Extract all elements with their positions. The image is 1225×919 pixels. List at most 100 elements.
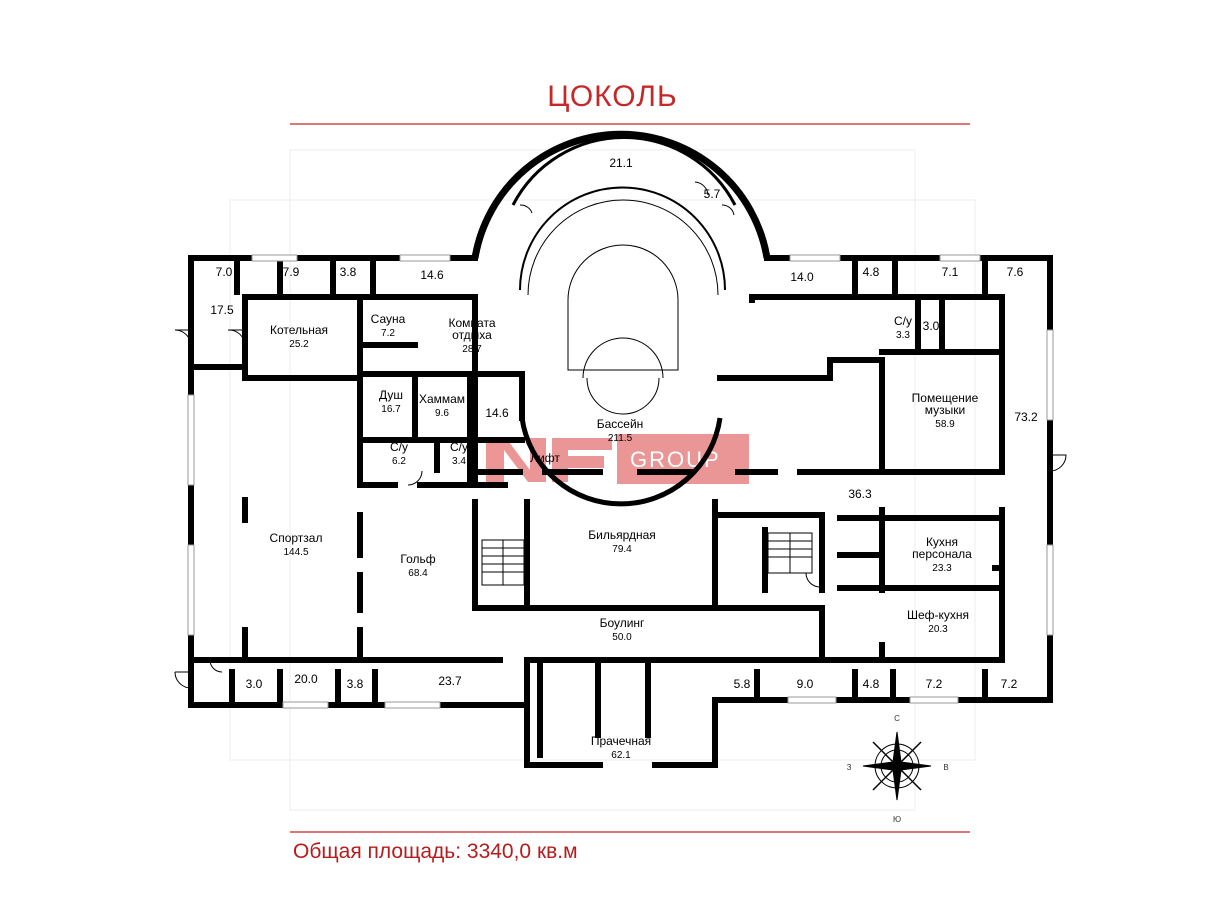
- room-name: Спортзал: [270, 531, 323, 545]
- room-label-se-5-8: 5.8: [734, 677, 751, 691]
- rotunda: [471, 130, 771, 507]
- room-area: 4.8: [863, 265, 880, 279]
- room-area: 5.7: [704, 187, 721, 201]
- room-area: 36.3: [848, 487, 872, 501]
- room-area: 17.5: [210, 303, 234, 317]
- room-label-sauna: Сауна 7.2: [371, 312, 406, 339]
- room-area: 6.2: [392, 456, 406, 467]
- compass-south: Ю: [893, 815, 901, 824]
- room-name: отдыха: [452, 328, 492, 342]
- room-label-w-17-5: 17.5: [210, 303, 234, 317]
- background-outline: [229, 149, 976, 811]
- room-label-pool: Бассейн 211.5: [597, 417, 644, 444]
- room-area: 25.2: [289, 339, 309, 350]
- room-label-boiler: Котельная 25.2: [270, 323, 328, 350]
- room-label-sw-3-0: 3.0: [246, 677, 263, 691]
- room-area: 16.7: [381, 404, 401, 415]
- room-label-s-23-7: 23.7: [438, 674, 462, 688]
- room-area: 68.4: [408, 568, 428, 579]
- room-label-nw-7-9: 7.9: [283, 265, 300, 279]
- room-name: Боулинг: [600, 616, 645, 630]
- room-name: Шеф-кухня: [907, 608, 969, 622]
- room-area: 28.7: [462, 344, 482, 355]
- room-area: 144.5: [283, 547, 308, 558]
- room-label-wc-2: С/у3.4: [450, 440, 468, 467]
- room-area: 62.1: [611, 750, 631, 761]
- room-area: 14.0: [790, 270, 814, 284]
- room-label-nw-3-8: 3.8: [340, 265, 357, 279]
- room-label-ne-3-0: 3.0: [923, 319, 940, 333]
- room-area: 9.6: [435, 408, 449, 419]
- room-name: Бассейн: [597, 417, 644, 431]
- room-name: музыки: [925, 403, 965, 417]
- room-area: 7.2: [381, 328, 395, 339]
- room-area: 14.6: [420, 268, 444, 282]
- room-label-nw-7-0: 7.0: [216, 265, 233, 279]
- room-area: 58.9: [935, 419, 955, 430]
- room-area: 3.8: [347, 677, 364, 691]
- windows: [187, 254, 1054, 709]
- room-label-sw-3-8: 3.8: [347, 677, 364, 691]
- compass-north: С: [894, 714, 900, 723]
- room-label-sw-20-0: 20.0: [294, 672, 318, 686]
- floor-title: ЦОКОЛЬ: [547, 80, 678, 113]
- room-label-ne-7-1: 7.1: [942, 265, 959, 279]
- room-area: 79.4: [612, 544, 632, 555]
- room-area: 7.2: [926, 677, 943, 691]
- room-name: Прачечная: [591, 734, 651, 748]
- compass-east: В: [943, 763, 948, 772]
- room-name: Хаммам: [419, 392, 465, 406]
- room-area: 9.0: [797, 677, 814, 691]
- room-label-e-73-2: 73.2: [1014, 410, 1038, 424]
- room-label-se-9-0: 9.0: [797, 677, 814, 691]
- room-label-wc-1: С/у 6.2: [390, 440, 408, 467]
- room-name: Котельная: [270, 323, 328, 337]
- room-area: 3.0: [923, 319, 940, 333]
- room-name: С/у: [450, 440, 468, 454]
- room-area: 7.0: [216, 265, 233, 279]
- room-name: Бильярдная: [588, 528, 656, 542]
- room-area: 23.3: [932, 563, 952, 574]
- total-area: Общая площадь: 3340,0 кв.м: [293, 840, 578, 863]
- room-area: 211.5: [608, 433, 633, 444]
- doors: [174, 181, 1067, 689]
- room-area: 20.3: [928, 624, 948, 635]
- room-label-shower: Душ 16.7: [379, 388, 403, 415]
- room-name: Кухня: [926, 535, 958, 549]
- room-label-hammam: Хаммам 9.6: [419, 392, 465, 419]
- room-area: 7.9: [283, 265, 300, 279]
- room-label-gym: Спортзал 144.5: [270, 531, 323, 558]
- room-area: 73.2: [1014, 410, 1038, 424]
- room-name: Комната: [449, 316, 496, 330]
- room-label-billiard: Бильярдная 79.4: [588, 528, 656, 555]
- room-area: 5.8: [734, 677, 751, 691]
- room-area: 14.6: [485, 406, 509, 420]
- room-name: Душ: [379, 388, 403, 402]
- room-area: 50.0: [612, 632, 632, 643]
- room-name: Сауна: [371, 312, 406, 326]
- room-label-laundry: Прачечная 62.1: [591, 734, 651, 761]
- room-area: 7.1: [942, 265, 959, 279]
- room-label-se-4-8: 4.8: [863, 677, 880, 691]
- room-area: 21.1: [609, 156, 633, 170]
- room-label-arc-small: 5.7: [704, 187, 721, 201]
- room-area: 3.3: [896, 330, 910, 341]
- room-label-nw-14-6: 14.6: [420, 268, 444, 282]
- room-label-lift: Лифт: [530, 451, 560, 465]
- compass-rose: [862, 731, 932, 801]
- room-name: С/у: [390, 440, 408, 454]
- room-label-ne-7-6: 7.6: [1007, 265, 1024, 279]
- room-area: 4.8: [863, 677, 880, 691]
- room-name: Помещение: [912, 391, 979, 405]
- thin-partitions: [190, 350, 1051, 490]
- room-label-mid-14-6: 14.6: [485, 406, 509, 420]
- room-label-se-7-2b: 7.2: [1001, 677, 1018, 691]
- room-area: 3.0: [246, 677, 263, 691]
- room-area: 3.8: [340, 265, 357, 279]
- compass-west: З: [847, 763, 852, 772]
- room-area: 23.7: [438, 674, 462, 688]
- room-label-terrace-arc: 21.1: [609, 156, 633, 170]
- room-name: Гольф: [400, 552, 435, 566]
